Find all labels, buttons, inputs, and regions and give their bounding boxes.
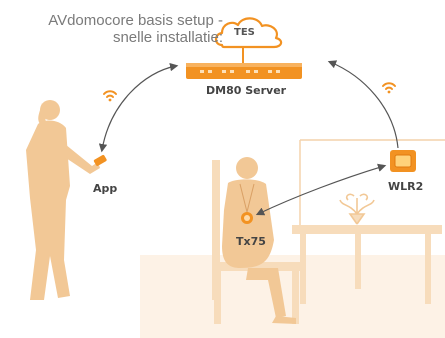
- wifi-icon: [103, 90, 117, 102]
- arrow-receiver-server: [327, 60, 399, 149]
- transmitter-label: Tx75: [236, 235, 266, 248]
- server-label: DM80 Server: [206, 84, 287, 97]
- arrow-app-server: [98, 62, 179, 153]
- caption-line-1: AVdomocore basis setup -: [48, 12, 223, 29]
- pendant-icon: [239, 183, 255, 224]
- server-rack-icon: [186, 47, 302, 79]
- connection-arrows: [98, 60, 399, 216]
- chair: [212, 160, 302, 324]
- caption: AVdomocore basis setup - snelle installa…: [0, 12, 223, 46]
- arrow-pendant-receiver: [255, 163, 387, 216]
- wifi-icon: [382, 82, 396, 94]
- caption-line-2: snelle installatie:: [112, 29, 223, 46]
- cloud-icon: [214, 17, 283, 49]
- wall-receiver-icon: [390, 150, 416, 172]
- phone-icon: [93, 154, 107, 166]
- app-label: App: [93, 182, 118, 195]
- receiver-label: WLR2: [388, 180, 424, 193]
- plant-icon: [339, 193, 375, 225]
- cloud-label: TES: [234, 27, 255, 38]
- table: [292, 225, 442, 304]
- caregiver-figure: [26, 100, 100, 300]
